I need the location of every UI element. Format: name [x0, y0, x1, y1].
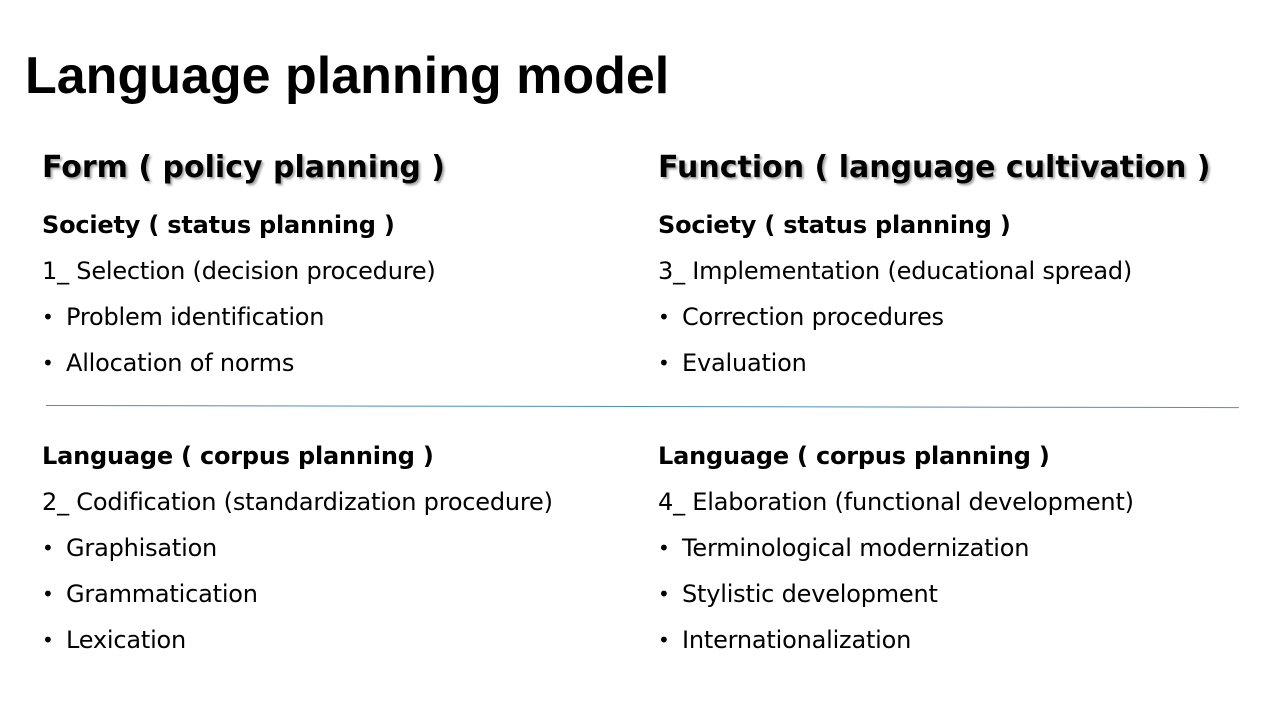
bullet-item: • Allocation of norms: [42, 340, 436, 386]
bullet-icon: •: [42, 582, 54, 606]
bullet-icon: •: [658, 305, 670, 329]
bullet-text: Allocation of norms: [66, 349, 295, 377]
bullet-text: Grammatication: [66, 580, 258, 608]
form-heading: Form ( policy planning ): [42, 150, 445, 185]
section-label: Society ( status planning ): [658, 211, 1011, 239]
bullet-item: • Evaluation: [658, 340, 1132, 386]
form-society-section: Society ( status planning ) 1_ Selection…: [42, 202, 436, 386]
slide-title: Language planning model: [25, 47, 670, 105]
section-label: Language ( corpus planning ): [658, 442, 1050, 470]
bullet-icon: •: [658, 536, 670, 560]
bullet-item: • Grammatication: [42, 571, 553, 617]
step-text: 3_ Implementation (educational spread): [658, 257, 1133, 285]
bullet-icon: •: [42, 305, 54, 329]
bullet-icon: •: [42, 536, 54, 560]
function-heading: Function ( language cultivation ): [658, 150, 1211, 185]
bullet-item: • Internationalization: [658, 617, 1134, 663]
form-language-section: Language ( corpus planning ) 2_ Codifica…: [42, 433, 553, 663]
section-label: Language ( corpus planning ): [42, 442, 434, 470]
step-text: 4_ Elaboration (functional development): [658, 488, 1134, 516]
section-label: Society ( status planning ): [42, 211, 395, 239]
bullet-item: • Lexication: [42, 617, 553, 663]
bullet-text: Internationalization: [682, 626, 912, 654]
bullet-icon: •: [658, 628, 670, 652]
bullet-icon: •: [42, 351, 54, 375]
bullet-text: Terminological modernization: [682, 534, 1030, 562]
bullet-icon: •: [658, 582, 670, 606]
section-divider: [45, 405, 1239, 409]
bullet-item: • Graphisation: [42, 525, 553, 571]
function-language-section: Language ( corpus planning ) 4_ Elaborat…: [658, 433, 1134, 663]
function-society-section: Society ( status planning ) 3_ Implement…: [658, 202, 1132, 386]
bullet-icon: •: [42, 628, 54, 652]
bullet-text: Problem identification: [66, 303, 325, 331]
bullet-item: • Problem identification: [42, 294, 436, 340]
step-text: 2_ Codification (standardization procedu…: [42, 488, 553, 516]
bullet-item: • Stylistic development: [658, 571, 1134, 617]
bullet-text: Graphisation: [66, 534, 218, 562]
step-text: 1_ Selection (decision procedure): [42, 257, 436, 285]
bullet-text: Stylistic development: [682, 580, 938, 608]
bullet-item: • Terminological modernization: [658, 525, 1134, 571]
bullet-text: Correction procedures: [682, 303, 944, 331]
bullet-icon: •: [658, 351, 670, 375]
bullet-text: Evaluation: [682, 349, 807, 377]
bullet-text: Lexication: [66, 626, 187, 654]
bullet-item: • Correction procedures: [658, 294, 1132, 340]
